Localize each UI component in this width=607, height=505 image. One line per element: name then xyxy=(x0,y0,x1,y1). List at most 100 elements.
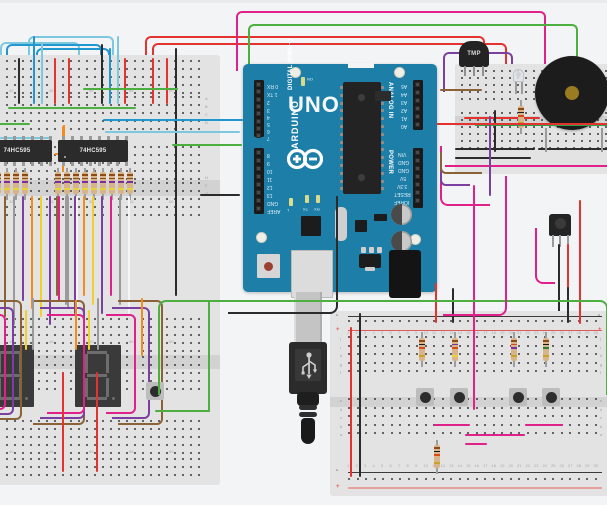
tmp-leg-1 xyxy=(464,66,466,76)
wire-magenta-br-2 xyxy=(525,424,563,427)
wire-green-bus-1 xyxy=(83,88,178,91)
bb-row-letter: H xyxy=(205,175,208,180)
bb-col-num: 50 xyxy=(89,200,93,204)
wire-black-ir xyxy=(558,244,561,352)
wire-magenta-right-run xyxy=(445,165,607,325)
usb-cable[interactable] xyxy=(286,292,336,492)
ir-leg-3 xyxy=(567,235,569,247)
wire-magenta-down-long xyxy=(473,185,476,410)
wire-brown-loop-3 xyxy=(118,300,163,425)
pushbutton-2[interactable] xyxy=(450,388,468,406)
tmp-leg-2 xyxy=(473,66,475,76)
wire-green-right-run xyxy=(475,124,607,374)
led-leg-2 xyxy=(521,82,523,94)
wire-black xyxy=(18,58,21,104)
wire-purple-loop-3 xyxy=(112,307,150,419)
wire-magenta-to-br xyxy=(443,176,507,316)
wire-red-tr-rail xyxy=(464,117,540,120)
resistor-btn-2[interactable] xyxy=(452,332,458,367)
wire-red-5v-run xyxy=(437,123,607,335)
ir-leg-2 xyxy=(559,235,561,247)
bb-col-num: 50 xyxy=(89,449,94,454)
bb-col-num: 40 xyxy=(9,449,14,454)
atmega328-mcu xyxy=(343,82,381,194)
pin-label: A1 xyxy=(401,115,408,121)
reg-pad-1 xyxy=(361,247,366,253)
shift-register-1[interactable]: 74HC595 xyxy=(0,140,52,162)
pin-label: 8 xyxy=(267,152,270,158)
dc-barrel-jack[interactable] xyxy=(389,250,421,298)
bb-row-letter: A xyxy=(205,96,208,101)
pin-label: 6 xyxy=(267,128,270,134)
digital-header-low[interactable] xyxy=(254,148,264,214)
wire-black-gnd-stub xyxy=(200,194,240,197)
pin-label: A5 xyxy=(401,83,408,89)
piezo-buzzer[interactable] xyxy=(535,56,607,130)
ir-leg-1 xyxy=(552,235,554,247)
pin-label: 3 xyxy=(267,107,270,113)
bb-col-num: 60 xyxy=(169,88,174,93)
bb-col-num: 40 xyxy=(9,199,14,204)
ic-label: 74HC595 xyxy=(79,148,107,154)
resistor-led[interactable] xyxy=(518,100,524,134)
pin-label: A0 xyxy=(401,123,408,129)
wire-green-bus-3 xyxy=(0,123,30,126)
wire-magenta-top-1 xyxy=(236,11,546,71)
wire-brown-loop xyxy=(0,300,22,420)
analog-header[interactable] xyxy=(413,80,423,130)
wire-magenta-loop-3 xyxy=(106,314,136,414)
right-breadboard[interactable] xyxy=(330,311,607,496)
pushbutton-3[interactable] xyxy=(509,388,527,406)
wire-black-tr-v xyxy=(494,110,497,152)
usb-port[interactable] xyxy=(291,250,333,298)
wire-magenta-loop xyxy=(0,314,6,410)
wire-gray-2 xyxy=(97,298,100,350)
shift-register-2[interactable]: 74HC595 xyxy=(58,140,128,162)
voltage-regulator xyxy=(359,254,381,268)
mounting-hole xyxy=(394,67,405,78)
reg-pad-3 xyxy=(377,247,382,253)
ic-label: 74HC595 xyxy=(3,148,31,154)
usb-icon xyxy=(301,352,317,379)
pin-label: VIN xyxy=(398,151,407,157)
smd-chip-1 xyxy=(301,216,321,236)
wire-red-seg2 xyxy=(96,372,99,472)
pushbutton-4[interactable] xyxy=(542,388,560,406)
bb-col-num: 50 xyxy=(89,339,94,344)
wire-lightblue-bus xyxy=(105,131,240,134)
wire-purple-loop xyxy=(0,307,14,415)
wire-black-gnd-run xyxy=(228,196,338,314)
reset-button[interactable] xyxy=(257,254,280,278)
led-leg-1 xyxy=(515,82,517,94)
pin-label: 7 xyxy=(267,135,270,141)
wire-black xyxy=(101,44,104,104)
bb-row-letter: C xyxy=(205,112,208,117)
tmp36-temperature-sensor[interactable]: TMP xyxy=(459,41,489,67)
pushbutton-1[interactable] xyxy=(416,388,434,406)
pin-label: 3.3V xyxy=(397,183,408,189)
ic-orientation-dot xyxy=(64,156,66,158)
arduino-uno-board[interactable]: 0 RX 1 TX 2 3 4 5 6 7 8 9 10 11 12 13 GN… xyxy=(243,39,437,298)
rail-plus: + xyxy=(598,327,602,333)
tmp-label: TMP xyxy=(467,51,481,57)
resistor-btn-3[interactable] xyxy=(511,332,517,367)
uno-wordmark: UNO xyxy=(288,92,340,117)
resistor-btn-4[interactable] xyxy=(543,332,549,367)
wire-black-down-1 xyxy=(452,288,455,323)
bb-col-num: 55 xyxy=(129,88,134,93)
wire-black-long xyxy=(175,48,178,296)
led[interactable] xyxy=(513,69,524,82)
wire-brown-a1 xyxy=(440,152,482,174)
piezo-leg-1 xyxy=(545,128,547,152)
resistor-btn-5[interactable] xyxy=(434,440,440,474)
pin-label: 10 xyxy=(267,168,273,174)
pin-label: A2 xyxy=(401,107,408,113)
wire-green-bottom xyxy=(155,410,210,413)
resistor-btn-1[interactable] xyxy=(419,332,425,367)
rail-plus: + xyxy=(336,484,340,490)
pin-label: GND xyxy=(398,159,410,165)
pin-label: 11 xyxy=(267,176,273,182)
pin-label: A3 xyxy=(401,99,408,105)
bb-col-num: 40 xyxy=(9,88,14,93)
